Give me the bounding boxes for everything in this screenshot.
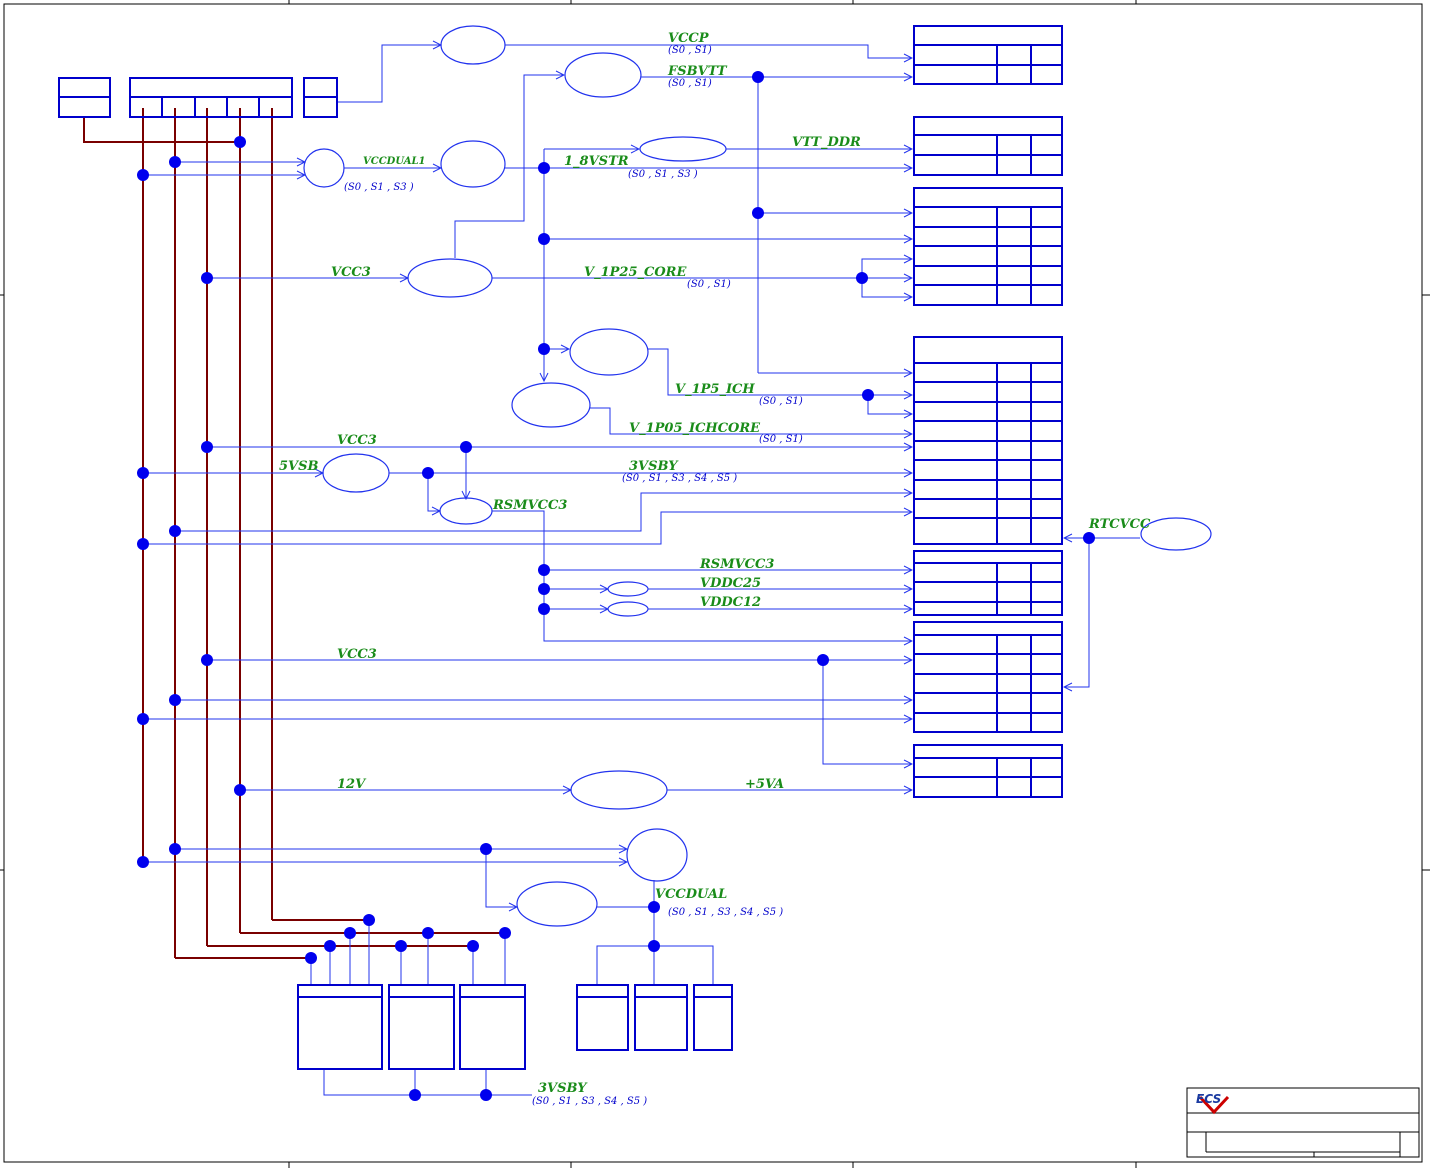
block-ich	[913, 336, 1063, 545]
label-12v: 12V	[337, 777, 367, 792]
label-5vsb: 5VSB	[279, 459, 319, 474]
5va-regulator	[570, 770, 668, 810]
label-vcc3-a: VCC3	[331, 265, 371, 280]
block-cpu	[913, 25, 1063, 85]
block-usb-kbms	[576, 984, 733, 1051]
label-v-1p05-ichcore: V_1P05_ICHCORE	[629, 421, 761, 436]
vccdual1-switch	[303, 148, 345, 188]
label-vtt-ddr: VTT_DDR	[792, 135, 861, 150]
label-fsbvtt: FSBVTT	[667, 64, 728, 79]
label-3vsby: 3VSBY	[629, 459, 679, 474]
block-lan	[913, 550, 1063, 616]
regulators	[303, 25, 1212, 927]
vccp-regulator	[440, 25, 506, 65]
3vsby-regulator	[322, 453, 390, 493]
label-vccdual1: VCCDUAL1	[363, 156, 426, 167]
vddc25-regulator	[607, 581, 649, 597]
block-ddr	[913, 116, 1063, 176]
rtc-battery	[1140, 517, 1212, 551]
label-rsmvcc3-a: RSMVCC3	[492, 498, 567, 513]
fsbvtt-regulator	[564, 52, 642, 98]
vddc12-regulator	[607, 601, 649, 617]
label-vccp: VCCP	[668, 31, 710, 46]
state-fsbvtt: (S0 , S1)	[668, 78, 712, 89]
block-pci-slots	[297, 984, 526, 1070]
label-3vsby-b: 3VSBY	[538, 1081, 588, 1096]
state-vccdual: (S0 , S1 , S3 , S4 , S5 )	[668, 907, 783, 918]
label-rsmvcc3-b: RSMVCC3	[699, 557, 774, 572]
vccdual-switch	[626, 828, 688, 882]
supply-bus	[83, 108, 505, 959]
junctions	[137, 71, 1095, 1101]
vtt-ddr-regulator	[639, 136, 727, 162]
state-3vsby-b: (S0 , S1 , S3 , S4 , S5 )	[532, 1096, 647, 1107]
state-v-1p5-ich: (S0 , S1)	[759, 396, 803, 407]
state-vccp: (S0 , S1)	[668, 45, 712, 56]
label-vccdual: VCCDUAL	[655, 887, 727, 902]
label-v-1p25-core: V_1P25_CORE	[584, 265, 687, 280]
1-8vstr-regulator	[440, 140, 506, 188]
v-1p25-core-regulator	[407, 258, 493, 298]
blocks	[58, 25, 1063, 1070]
wiring	[143, 45, 1140, 1096]
vccdual-sb-regulator	[516, 881, 598, 927]
v-1p05-ichcore-regulator	[511, 382, 591, 428]
block-super-io	[913, 621, 1063, 733]
state-vccdual1: (S0 , S1 , S3 )	[344, 182, 414, 193]
state-3vsby: (S0 , S1 , S3 , S4 , S5 )	[622, 473, 737, 484]
label-rtcvcc: RTCVCC	[1088, 517, 1151, 532]
ecs-logo: ECS	[1196, 1092, 1230, 1115]
state-v-1p25-core: (S0 , S1)	[687, 279, 731, 290]
block-mch	[913, 187, 1063, 306]
v-1p5-ich-regulator	[569, 328, 649, 376]
label-5va: +5VA	[745, 777, 784, 792]
label-vddc25: VDDC25	[700, 576, 761, 591]
net-labels: VCCP (S0 , S1) FSBVTT (S0 , S1) VTT_DDR …	[279, 31, 1151, 1107]
power-supply-connector	[58, 77, 338, 118]
ecs-logo-text: ECS	[1196, 1092, 1221, 1106]
state-1-8vstr: (S0 , S1 , S3 )	[628, 169, 698, 180]
block-audio	[913, 744, 1063, 798]
label-v-1p5-ich: V_1P5_ICH	[675, 382, 755, 397]
state-v-1p05-ichcore: (S0 , S1)	[759, 434, 803, 445]
label-1-8vstr: 1_8VSTR	[564, 154, 629, 169]
rsmvcc3-switch	[439, 497, 493, 525]
label-vcc3-b: VCC3	[337, 433, 377, 448]
label-vddc12: VDDC12	[700, 595, 761, 610]
title-block: ECS	[1186, 1087, 1420, 1158]
label-vcc3-c: VCC3	[337, 647, 377, 662]
